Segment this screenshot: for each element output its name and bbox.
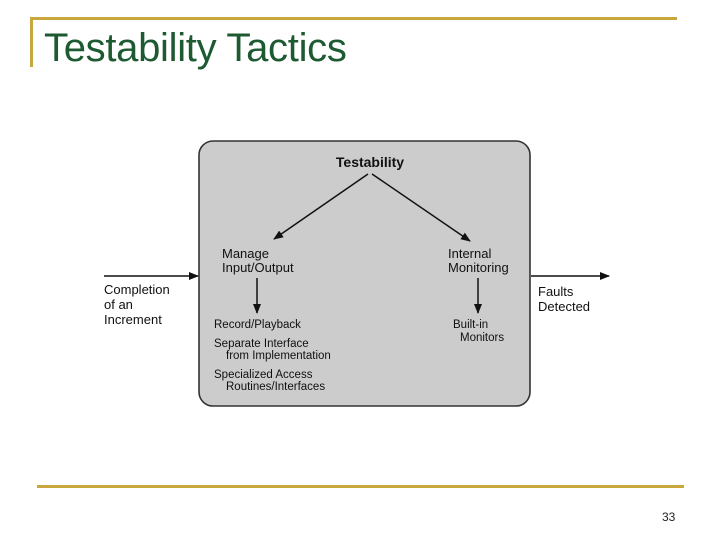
top-rule (30, 17, 677, 20)
slide-title: Testability Tactics (44, 26, 347, 70)
manage-io-label-line1: Manage (222, 246, 269, 261)
root-label: Testability (336, 154, 404, 170)
input-label-line3: Increment (104, 312, 162, 327)
input-label-line2: of an (104, 297, 133, 312)
tactic-specialized-access-line1: Specialized Access (214, 369, 313, 381)
internal-monitoring-label-line1: Internal (448, 246, 491, 261)
tactics-box (198, 140, 531, 407)
output-label-line2: Detected (538, 299, 590, 314)
arrow-to-manage-io (273, 173, 369, 240)
arrow-to-internal-monitoring (371, 173, 471, 242)
internal-monitoring-label-line2: Monitoring (448, 260, 509, 275)
tactic-specialized-access-line2: Routines/Interfaces (226, 381, 325, 393)
tactic-built-in-line2: Monitors (460, 332, 504, 344)
tactic-built-in-line1: Built-in (453, 319, 488, 331)
tactic-record-playback: Record/Playback (214, 319, 301, 331)
bottom-rule (37, 485, 684, 488)
output-label-line1: Faults (538, 284, 574, 299)
left-rule (30, 17, 33, 67)
tactic-separate-interface-line1: Separate Interface (214, 338, 309, 350)
manage-io-label-line2: Input/Output (222, 260, 294, 275)
page-number: 33 (662, 510, 676, 524)
input-label-line1: Completion (104, 282, 170, 297)
tactic-separate-interface-line2: from Implementation (226, 350, 331, 362)
